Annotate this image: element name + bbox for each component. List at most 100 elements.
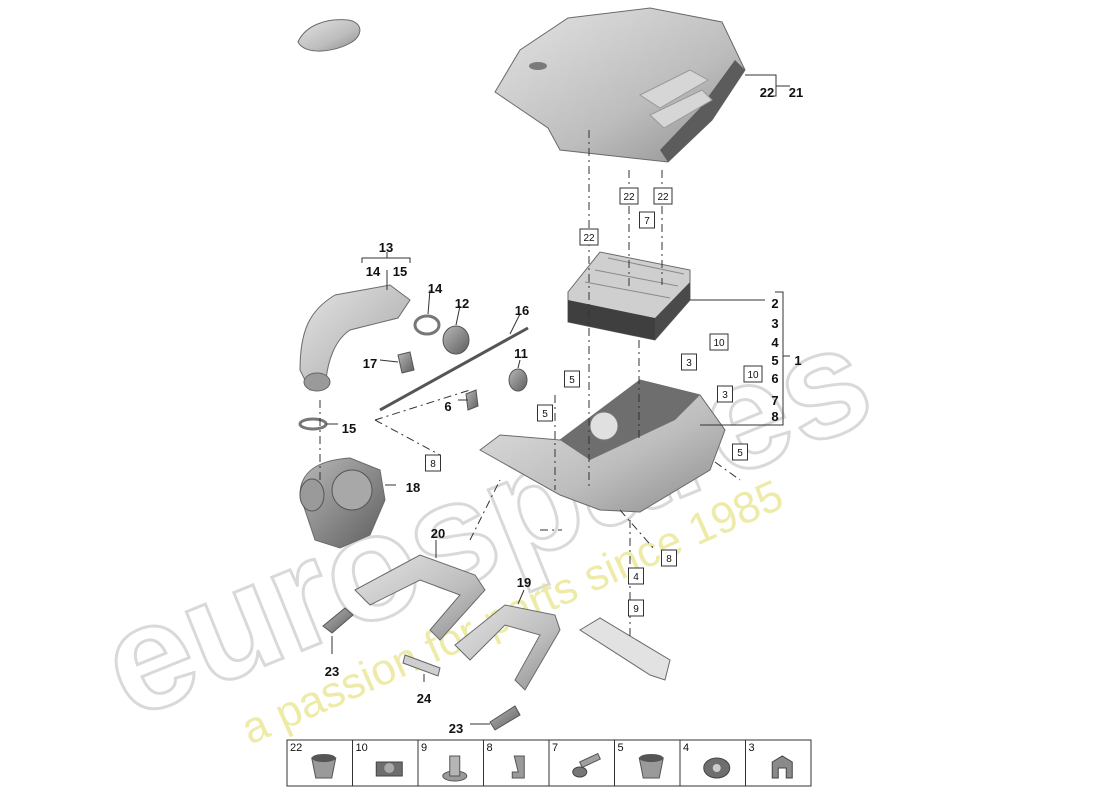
callout-text: 18	[406, 480, 420, 495]
o-ring-15	[298, 417, 328, 431]
callout-text: 20	[431, 526, 445, 541]
callout-text: 14	[366, 264, 381, 279]
callout-3: 3	[681, 353, 697, 371]
callout-13: 13	[379, 240, 393, 255]
callout-5: 5	[537, 404, 553, 422]
callout-text: 23	[449, 721, 463, 736]
clip-24	[402, 654, 441, 677]
callout-24: 24	[417, 691, 432, 706]
air-filter-element	[567, 251, 691, 341]
callout-text: 8	[666, 554, 672, 565]
legend-cell: 10	[352, 740, 403, 786]
legend-cell: 9	[417, 740, 468, 786]
callout-text: 8	[771, 409, 778, 424]
callout-text: 21	[789, 85, 803, 100]
legend-number: 9	[421, 742, 427, 754]
air-box-housing	[479, 379, 726, 513]
callout-3: 3	[717, 385, 733, 403]
callout-text: 4	[633, 572, 639, 583]
callout-5: 5	[771, 353, 778, 368]
callout-22: 22	[760, 85, 774, 100]
callout-4: 4	[771, 335, 779, 350]
fastener-legend: 22 10 9 8 7 5 4 3	[286, 739, 812, 787]
clip-23-lower	[489, 705, 521, 731]
callout-23: 23	[449, 721, 463, 736]
callout-text: 14	[428, 281, 443, 296]
callout-text: 11	[514, 346, 528, 361]
expanding-rivet-icon	[442, 755, 468, 782]
callout-22: 22	[579, 228, 599, 246]
callout-text: 13	[379, 240, 393, 255]
clamp-ring-14	[413, 314, 441, 336]
legend-number: 22	[290, 742, 302, 754]
callout-text: 8	[430, 459, 436, 470]
clip-bracket-icon	[375, 761, 403, 777]
callout-text: 23	[325, 664, 339, 679]
callout-5: 5	[564, 370, 580, 388]
callout-8: 8	[661, 549, 677, 567]
callout-text: 12	[455, 296, 469, 311]
screw-icon	[572, 752, 601, 778]
turbocharger	[299, 457, 386, 549]
callout-text: 22	[583, 233, 595, 244]
callout-text: 10	[713, 338, 725, 349]
callout-text: 17	[363, 356, 377, 371]
callout-text: 10	[747, 370, 759, 381]
cover-strip-9	[579, 617, 671, 681]
callout-text: 1	[794, 353, 801, 368]
callout-15: 15	[393, 264, 407, 279]
callout-14: 14	[428, 281, 443, 296]
callout-1: 1	[794, 353, 801, 368]
sleeve-12	[442, 325, 470, 355]
legend-number: 7	[552, 742, 558, 754]
legend-number: 5	[618, 742, 624, 754]
callout-text: 5	[542, 409, 548, 420]
callout-14: 14	[366, 264, 381, 279]
legend-cell: 5	[614, 740, 664, 786]
callout-22: 22	[653, 187, 673, 205]
support-bracket-19	[454, 604, 561, 691]
support-bracket-20	[354, 554, 486, 641]
callout-text: 3	[686, 358, 692, 369]
callout-20: 20	[431, 526, 445, 541]
emblem-badge	[297, 19, 361, 52]
callout-text: 3	[722, 390, 728, 401]
callout-text: 19	[517, 575, 531, 590]
legend-cell: 22	[290, 742, 337, 779]
grommet-icon	[638, 754, 664, 779]
callout-text: 2	[771, 296, 778, 311]
callout-text: 6	[771, 371, 778, 386]
callout-text: 22	[760, 85, 774, 100]
callout-text: 16	[515, 303, 529, 318]
callout-22: 22	[619, 187, 639, 205]
callout-5: 5	[732, 443, 748, 461]
callout-8: 8	[771, 409, 778, 424]
callout-text: 3	[771, 316, 778, 331]
callout-text: 24	[417, 691, 432, 706]
callout-10: 10	[743, 365, 763, 383]
legend-number: 8	[487, 742, 493, 754]
legend-cell: 8	[483, 740, 525, 786]
intake-pipe	[299, 284, 411, 392]
callout-text: 5	[737, 448, 743, 459]
callout-text: 7	[771, 393, 778, 408]
callout-9: 9	[628, 599, 644, 617]
grommet-icon	[311, 754, 337, 779]
ring-11	[508, 368, 528, 392]
legend-number: 10	[356, 742, 368, 754]
hose-clip-icon	[511, 755, 525, 779]
legend-cell: 4	[679, 740, 731, 786]
callout-text: 22	[657, 192, 669, 203]
callout-text: 5	[771, 353, 778, 368]
callout-4: 4	[628, 567, 644, 585]
callout-21: 21	[789, 85, 803, 100]
bracket-17	[397, 351, 415, 374]
callout-6: 6	[444, 399, 451, 414]
engine-cover	[494, 7, 746, 163]
callout-text: 15	[342, 421, 356, 436]
legend-number: 3	[749, 742, 755, 754]
bracket-6	[465, 389, 479, 411]
rubber-buffer-icon	[703, 757, 731, 779]
